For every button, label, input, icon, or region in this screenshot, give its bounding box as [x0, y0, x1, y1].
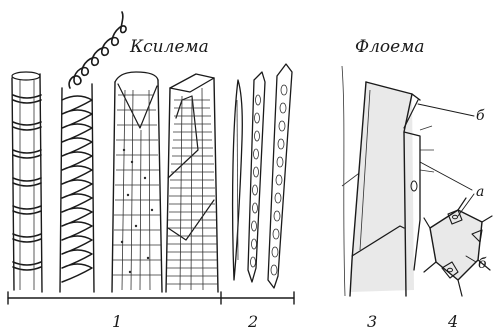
phloem-cross-section — [424, 198, 492, 296]
number-2: 2 — [247, 312, 258, 331]
label-b-top: б — [476, 108, 485, 124]
phloem-title: Флоема — [355, 37, 424, 57]
xylem-title: Ксилема — [129, 37, 209, 57]
tracheid-3 — [268, 64, 292, 288]
tracheid-2 — [248, 72, 265, 282]
tracheid-1 — [233, 80, 243, 280]
sieve-tube — [342, 66, 434, 296]
number-1: 1 — [112, 312, 122, 331]
label-a: а — [476, 184, 484, 200]
number-4: 4 — [447, 312, 458, 331]
annular-vessel — [12, 72, 42, 292]
pitted-vessel — [112, 72, 162, 292]
label-b-bottom: б — [478, 256, 487, 272]
number-3: 3 — [367, 312, 377, 331]
group-brackets — [8, 292, 294, 304]
spiral-vessel — [60, 12, 126, 292]
scalariform-vessel — [166, 74, 218, 292]
